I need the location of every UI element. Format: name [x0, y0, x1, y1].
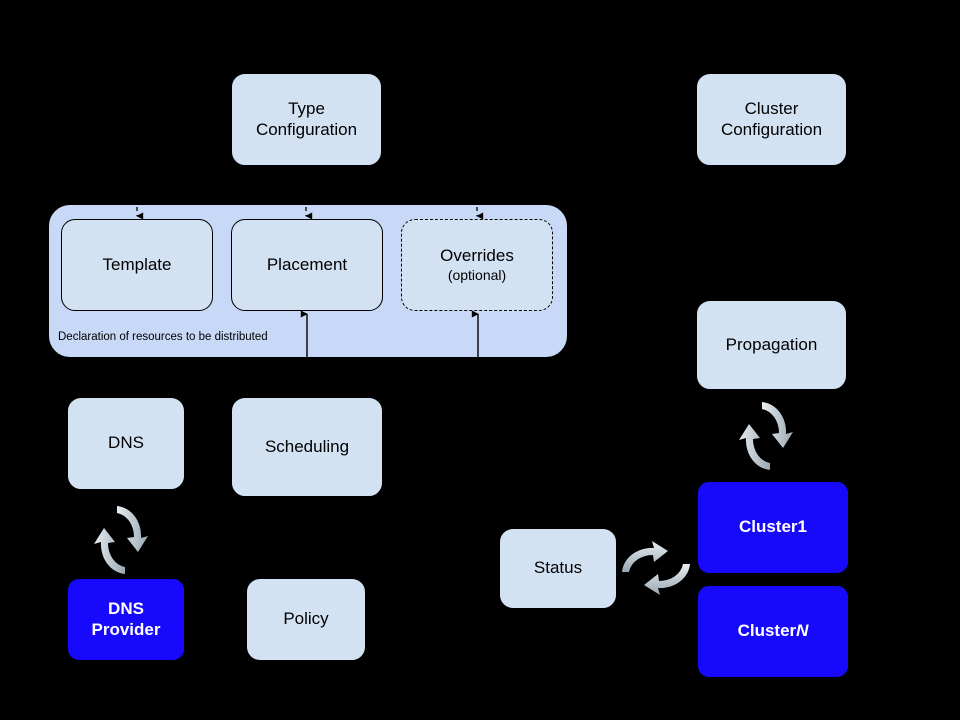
node-template[interactable]: Template: [61, 219, 213, 311]
node-propagation-label: Propagation: [725, 334, 818, 354]
node-dns-label: DNS: [108, 433, 144, 453]
node-cluster-configuration[interactable]: Cluster Configuration: [696, 73, 847, 166]
node-cluster-1[interactable]: Cluster 1: [697, 481, 849, 574]
node-scheduling-label: Scheduling: [264, 436, 350, 456]
node-dns-provider[interactable]: DNS Provider: [67, 578, 185, 661]
node-type-configuration[interactable]: Type Configuration: [231, 73, 382, 166]
node-cluster-configuration-line2: Configuration: [720, 119, 823, 139]
node-dns-provider-line2: Provider: [91, 619, 161, 639]
node-scheduling[interactable]: Scheduling: [231, 397, 383, 497]
node-cluster-1-suffix: 1: [797, 517, 808, 537]
node-dns-provider-line1: DNS: [108, 598, 144, 618]
group-caption: Declaration of resources to be distribut…: [58, 331, 268, 343]
sync-arrows-icon-propagation: [739, 402, 793, 470]
node-overrides[interactable]: Overrides (optional): [401, 219, 553, 311]
node-cluster-n[interactable]: Cluster N: [697, 585, 849, 678]
sync-arrows-icon-status: [622, 541, 690, 595]
node-status-label: Status: [533, 558, 583, 578]
node-overrides-label: Overrides: [440, 246, 514, 266]
sync-arrows-icon-dns: [94, 506, 148, 574]
node-cluster-n-suffix: N: [796, 621, 809, 641]
node-template-label: Template: [102, 254, 172, 274]
node-placement[interactable]: Placement: [231, 219, 383, 311]
node-policy[interactable]: Policy: [246, 578, 366, 661]
node-cluster-n-prefix: Cluster: [737, 621, 797, 641]
node-cluster-1-prefix: Cluster: [738, 517, 798, 537]
node-placement-label: Placement: [266, 254, 348, 274]
node-type-configuration-line2: Configuration: [255, 119, 358, 139]
node-type-configuration-line1: Type: [288, 98, 325, 118]
node-overrides-sublabel: (optional): [447, 266, 507, 283]
node-propagation[interactable]: Propagation: [696, 300, 847, 390]
node-cluster-configuration-line1: Cluster: [744, 98, 799, 118]
node-status[interactable]: Status: [499, 528, 617, 609]
node-policy-label: Policy: [283, 609, 329, 629]
node-dns[interactable]: DNS: [67, 397, 185, 490]
